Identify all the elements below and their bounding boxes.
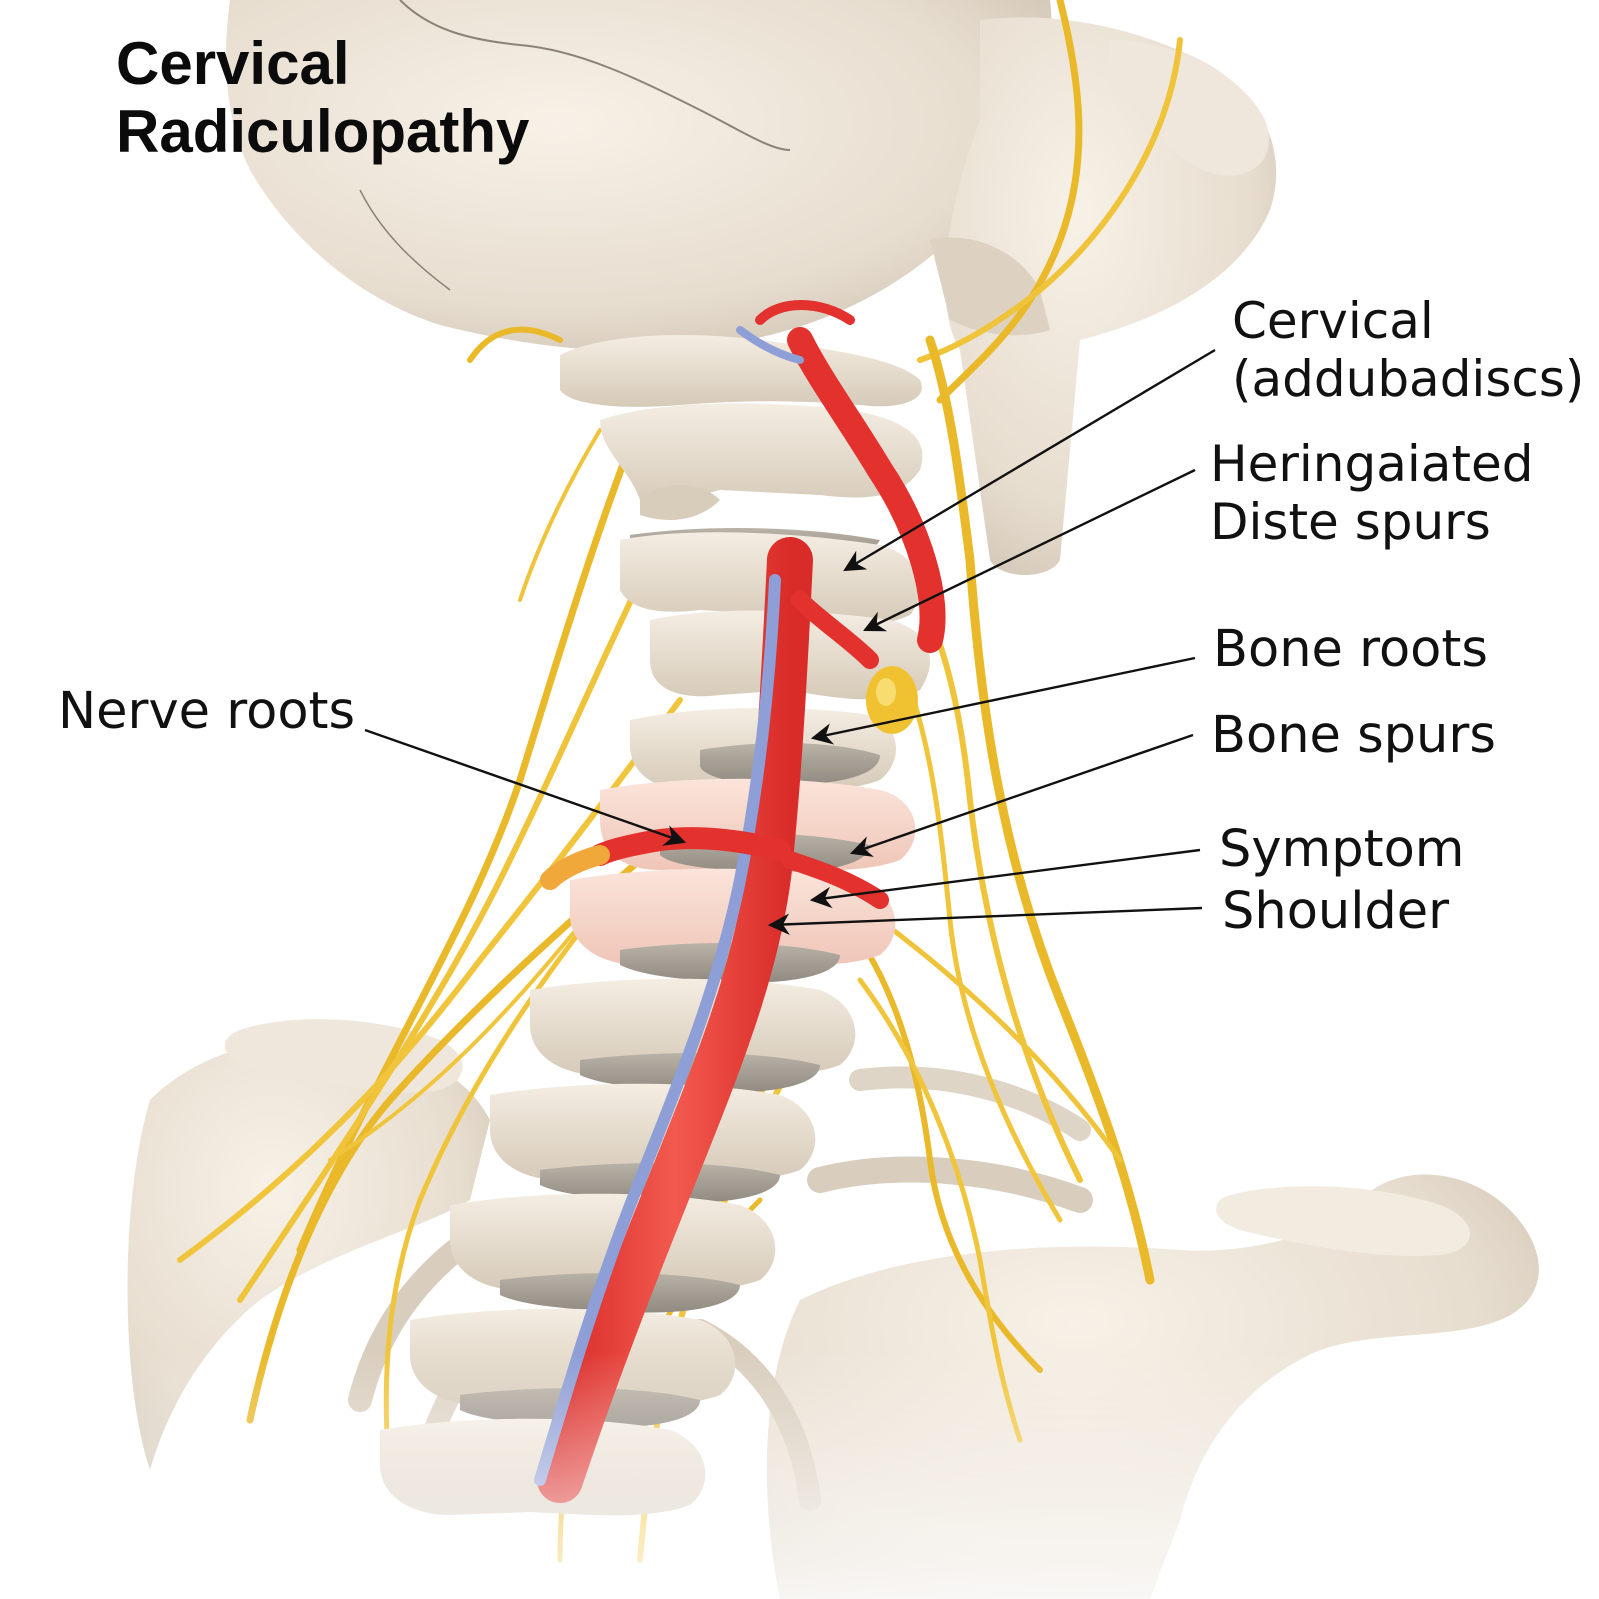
- arrow-bone-roots: [810, 656, 1196, 745]
- bottom-fade: [0, 1350, 1599, 1599]
- arrow-shoulder: [767, 906, 1203, 936]
- dorsal-root-ganglion: [540, 666, 918, 890]
- arrow-symptom: [809, 848, 1201, 909]
- label-symptom: Symptom: [1219, 820, 1465, 879]
- skull: [226, 0, 1277, 576]
- diagram-title: Cervical Radiculopathy: [116, 30, 530, 165]
- arrow-nerve-roots: [364, 728, 687, 846]
- label-nerve-roots: Nerve roots: [58, 682, 356, 741]
- label-cervical-discs: Cervical (addubadiscs): [1232, 292, 1585, 408]
- label-bone-roots: Bone roots: [1213, 620, 1488, 679]
- label-shoulder: Shoulder: [1222, 882, 1450, 941]
- arrow-cervical-discs: [843, 348, 1216, 572]
- label-bone-spurs: Bone spurs: [1211, 706, 1496, 765]
- arrow-bone-spurs: [849, 733, 1194, 857]
- arrow-herniated-disc-spurs: [863, 468, 1196, 632]
- callout-arrows: [364, 348, 1216, 936]
- label-herniated-disc-spurs: Heringaiated Diste spurs: [1210, 435, 1534, 551]
